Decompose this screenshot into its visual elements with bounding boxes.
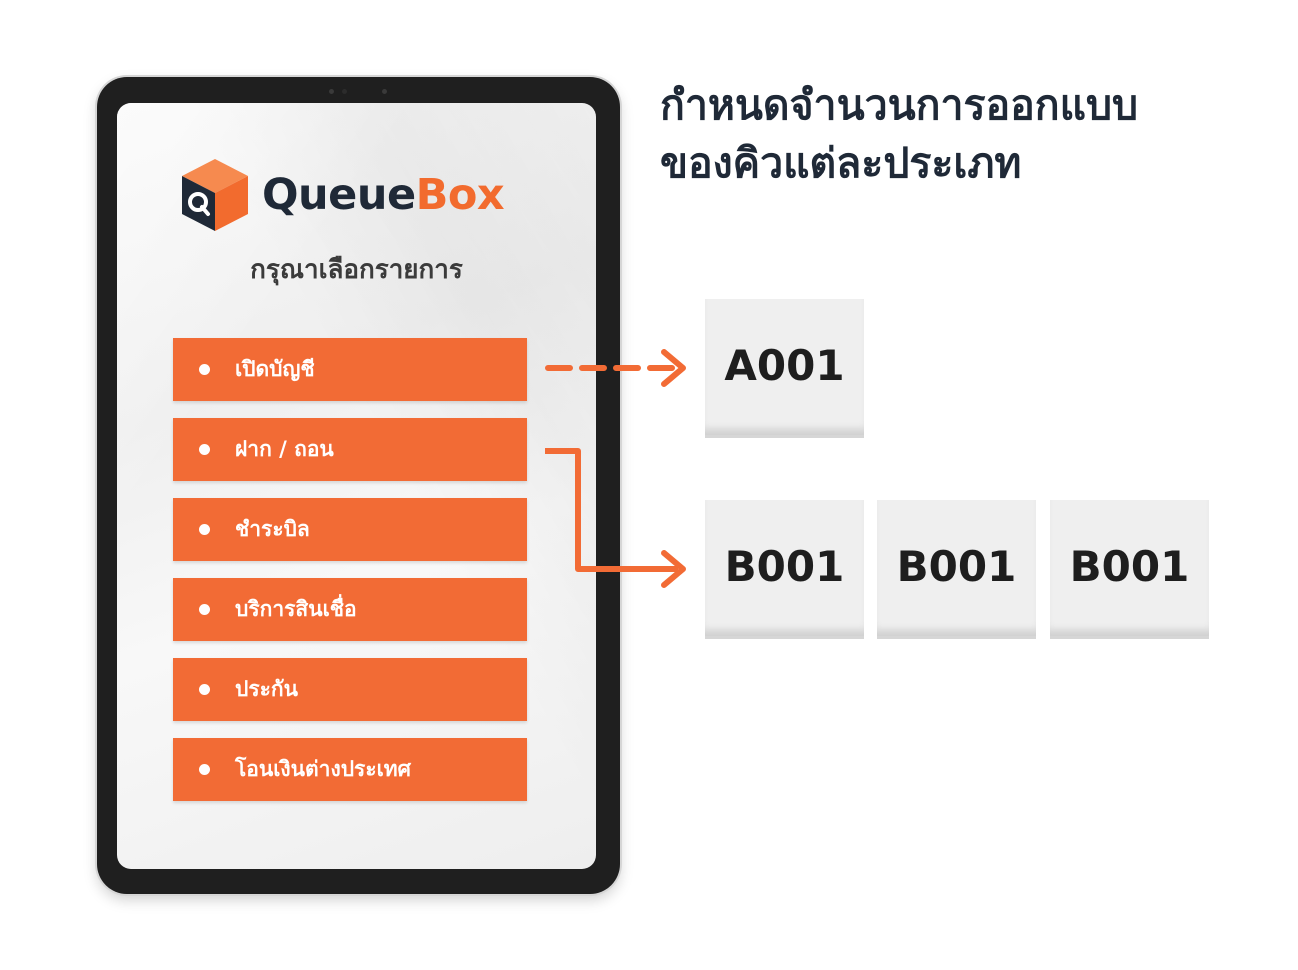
queue-ticket-b: B001 [705, 500, 864, 639]
brand-name: QueueBox [262, 173, 505, 217]
arrow-right-icon [545, 349, 686, 387]
brand-name-box: Box [415, 169, 505, 220]
queue-ticket-a: A001 [705, 299, 864, 438]
tablet-screen: QueueBox กรุณาเลือกรายการ เปิดบัญชี ฝาก … [117, 103, 596, 869]
ticket-number: B001 [724, 541, 845, 591]
arrow-right-icon [545, 448, 686, 588]
menu-item-label: ชำระบิล [235, 517, 310, 541]
bullet-icon [199, 524, 210, 535]
menu-item-open-account[interactable]: เปิดบัญชี [173, 338, 527, 401]
page-heading: กำหนดจำนวนการออกแบบ ของคิวแต่ละประเภท [660, 76, 1260, 192]
service-menu: เปิดบัญชี ฝาก / ถอน ชำระบิล บริการสินเชื… [173, 338, 527, 818]
bullet-icon [199, 364, 210, 375]
ticket-number: B001 [896, 541, 1017, 591]
bullet-icon [199, 684, 210, 695]
queuebox-logo: QueueBox [180, 157, 505, 233]
menu-item-label: บริการสินเชื่อ [235, 597, 357, 621]
menu-item-label: ฝาก / ถอน [235, 437, 334, 461]
camera-dot [329, 89, 334, 94]
bullet-icon [199, 604, 210, 615]
queue-ticket-b: B001 [877, 500, 1036, 639]
camera-dot [382, 89, 387, 94]
heading-line-1: กำหนดจำนวนการออกแบบ [660, 81, 1139, 129]
select-item-prompt: กรุณาเลือกรายการ [250, 255, 463, 285]
tablet-device: QueueBox กรุณาเลือกรายการ เปิดบัญชี ฝาก … [97, 77, 620, 894]
menu-item-deposit-withdraw[interactable]: ฝาก / ถอน [173, 418, 527, 481]
menu-item-label: เปิดบัญชี [235, 357, 315, 381]
queue-ticket-b: B001 [1050, 500, 1209, 639]
menu-item-label: ประกัน [235, 677, 298, 701]
bullet-icon [199, 444, 210, 455]
bullet-icon [199, 764, 210, 775]
menu-item-loan-service[interactable]: บริการสินเชื่อ [173, 578, 527, 641]
queuebox-cube-logo-icon [182, 159, 248, 231]
heading-line-2: ของคิวแต่ละประเภท [660, 139, 1022, 187]
ticket-number: A001 [724, 340, 845, 390]
ticket-number: B001 [1069, 541, 1190, 591]
menu-item-pay-bill[interactable]: ชำระบิล [173, 498, 527, 561]
menu-item-international-transfer[interactable]: โอนเงินต่างประเทศ [173, 738, 527, 801]
camera-dot [342, 89, 347, 94]
menu-item-label: โอนเงินต่างประเทศ [235, 757, 411, 781]
brand-name-queue: Queue [262, 169, 416, 220]
menu-item-insurance[interactable]: ประกัน [173, 658, 527, 721]
